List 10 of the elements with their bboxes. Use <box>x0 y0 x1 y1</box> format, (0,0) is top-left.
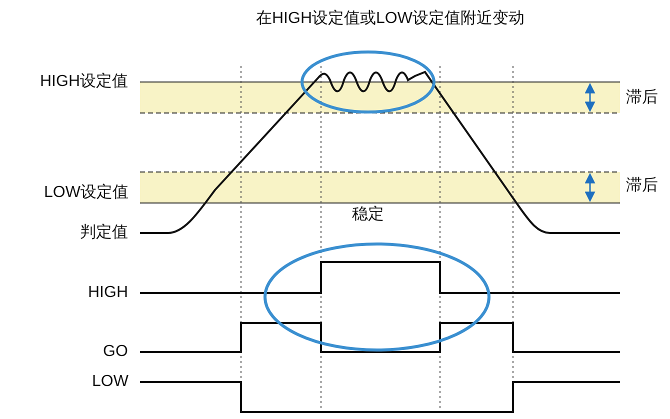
level-label: LOW设定值 <box>44 184 128 202</box>
signal-label: GO <box>103 343 128 361</box>
hysteresis-label: 滞后 <box>626 177 658 195</box>
signal-label: HIGH <box>88 284 128 302</box>
hysteresis-label: 滞后 <box>626 89 658 107</box>
annotation-label: 稳定 <box>352 206 384 224</box>
signal-label: LOW <box>92 373 128 391</box>
level-label: HIGH设定值 <box>40 73 128 91</box>
level-label: 判定值 <box>80 224 128 242</box>
chart-title: 在HIGH设定值或LOW设定值附近变动 <box>256 10 524 28</box>
